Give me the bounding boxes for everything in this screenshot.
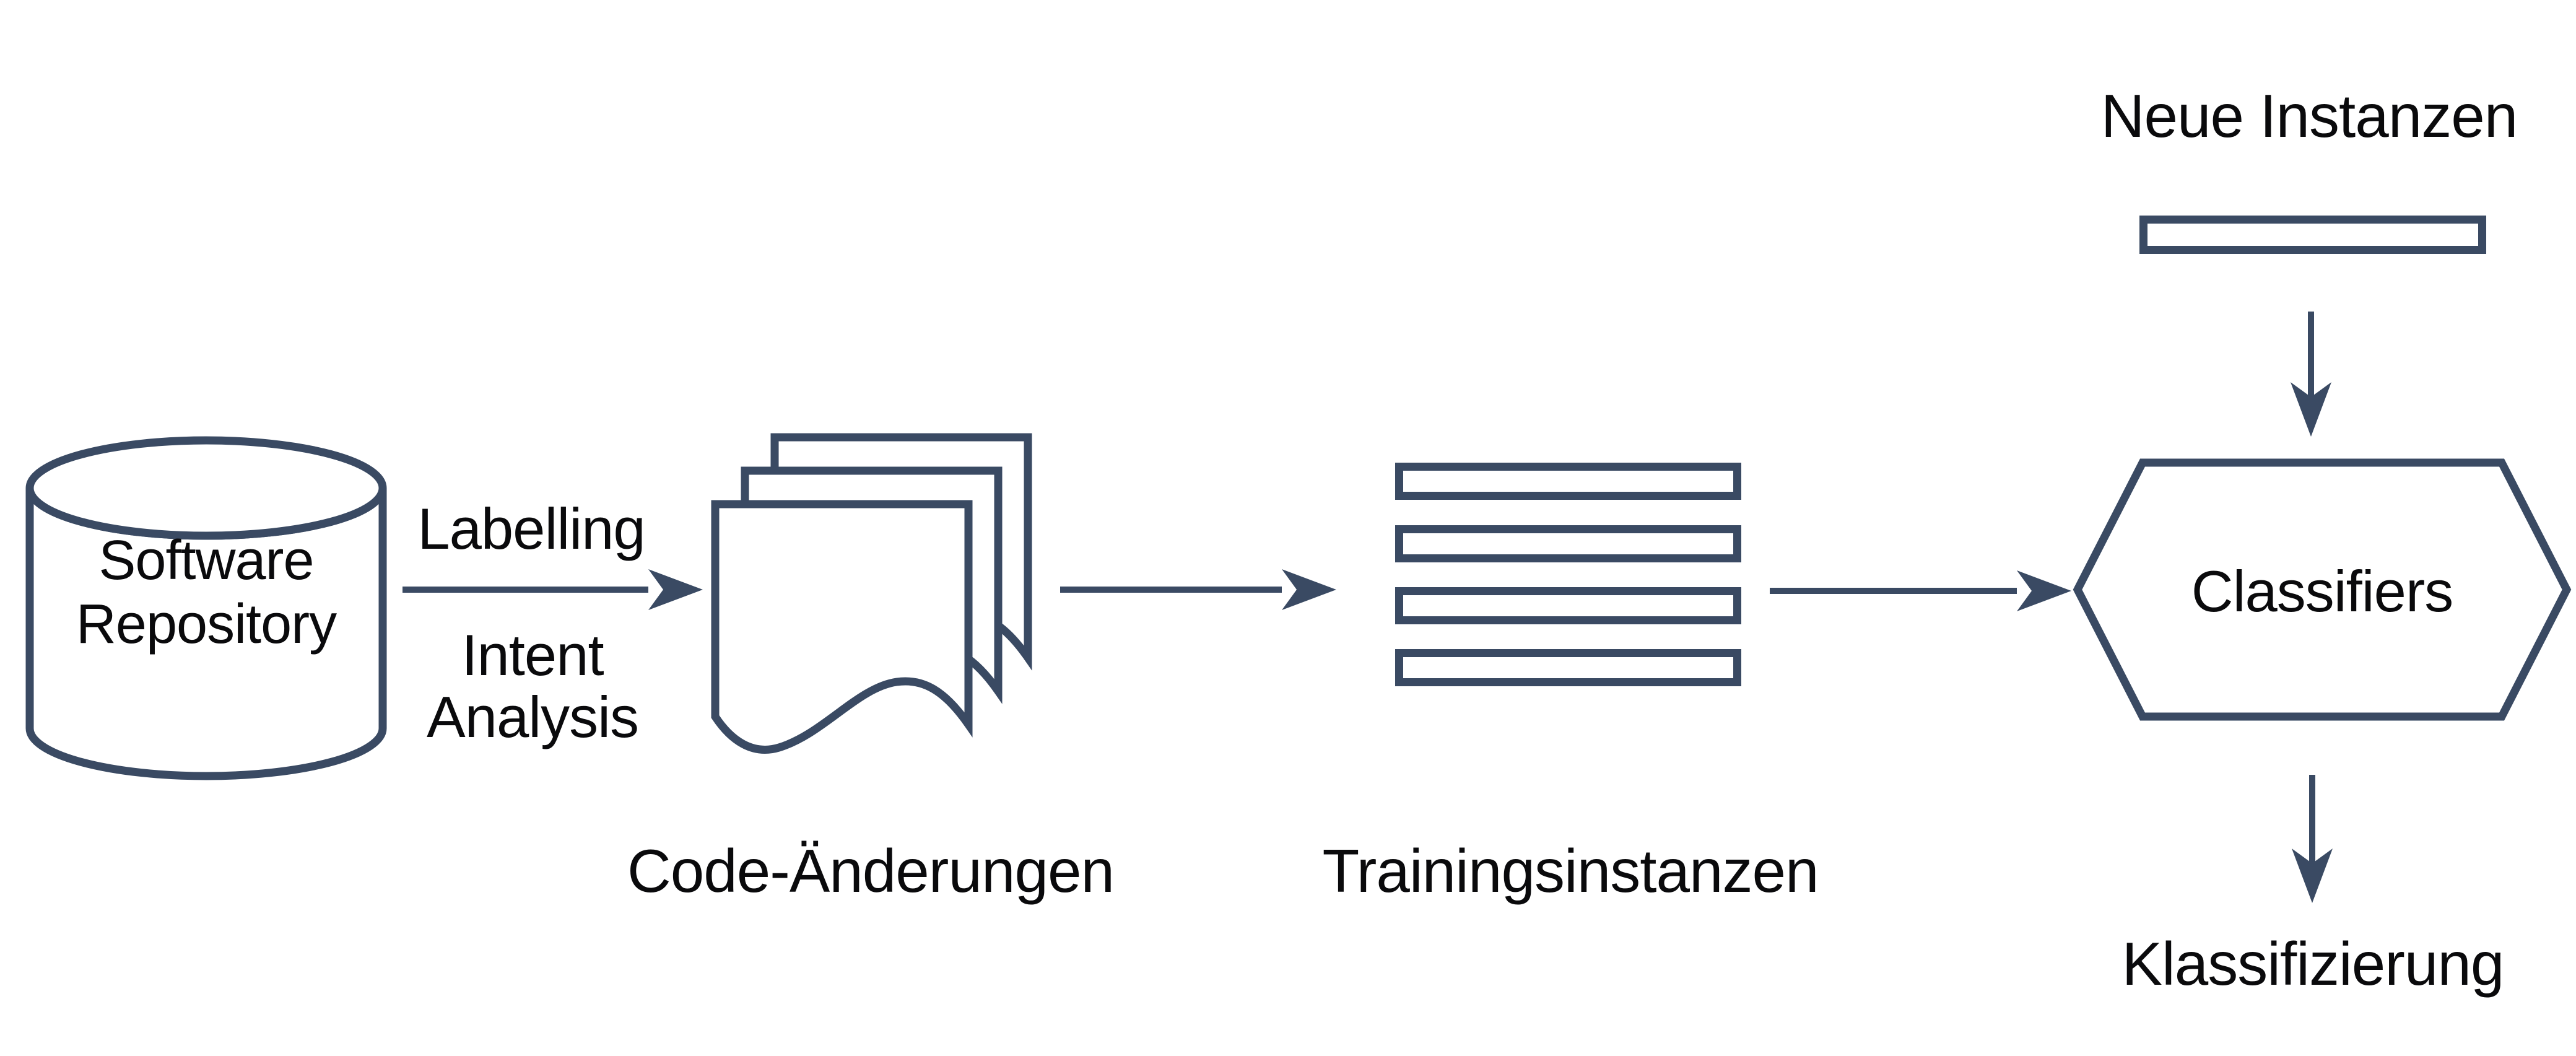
classification-node: Klassifizierung bbox=[2122, 930, 2505, 998]
arrow-training-instances-to-classifiers bbox=[1770, 570, 2071, 611]
new-instances-node: Neue Instanzen bbox=[2101, 82, 2518, 254]
arrow-head-icon bbox=[2017, 570, 2071, 611]
code-changes-node: Code-Änderungen bbox=[627, 433, 1115, 905]
code-changes-label: Code-Änderungen bbox=[627, 837, 1114, 905]
arrow-new-instances-to-classifiers bbox=[2291, 312, 2331, 437]
classifiers-hexagon-icon bbox=[2073, 458, 2572, 721]
repository-label-line1: Software bbox=[98, 530, 313, 591]
arrow-head-icon bbox=[2292, 849, 2333, 903]
stacked-documents-icon bbox=[711, 433, 1032, 754]
arrow-code-changes-to-training-instances bbox=[1060, 569, 1336, 610]
training-bar-4 bbox=[1395, 649, 1741, 686]
intent-analysis-label-line1: Intent bbox=[461, 622, 604, 687]
arrow-head-icon bbox=[1282, 569, 1336, 610]
document-page-front bbox=[711, 500, 973, 754]
intent-analysis-label-line2: Analysis bbox=[427, 684, 638, 749]
database-cylinder-top-icon bbox=[25, 436, 387, 540]
repository-label-line2: Repository bbox=[76, 593, 337, 655]
classification-label: Klassifizierung bbox=[2122, 930, 2504, 998]
training-bar-1 bbox=[1395, 463, 1741, 500]
new-instances-label: Neue Instanzen bbox=[2101, 82, 2517, 150]
classifiers-node: Classifiers bbox=[2073, 458, 2572, 721]
training-instances-label: Trainingsinstanzen bbox=[1323, 837, 1819, 905]
arrow-head-icon bbox=[648, 569, 703, 610]
labelling-label: Labelling bbox=[417, 496, 645, 561]
training-bar-2 bbox=[1395, 525, 1741, 562]
software-repository-node: Software Repository bbox=[25, 436, 387, 780]
training-bar-3 bbox=[1395, 587, 1741, 624]
arrow-classifiers-to-classification bbox=[2292, 775, 2333, 903]
arrow-head-icon bbox=[2291, 382, 2331, 437]
arrow-repository-to-code-changes: Labelling Intent Analysis bbox=[402, 496, 703, 749]
new-instances-bar-icon bbox=[2139, 216, 2486, 254]
classifiers-label: Classifiers bbox=[2191, 559, 2453, 624]
stacked-bars-icon bbox=[1395, 463, 1741, 686]
training-instances-node: Trainingsinstanzen bbox=[1323, 463, 1819, 905]
